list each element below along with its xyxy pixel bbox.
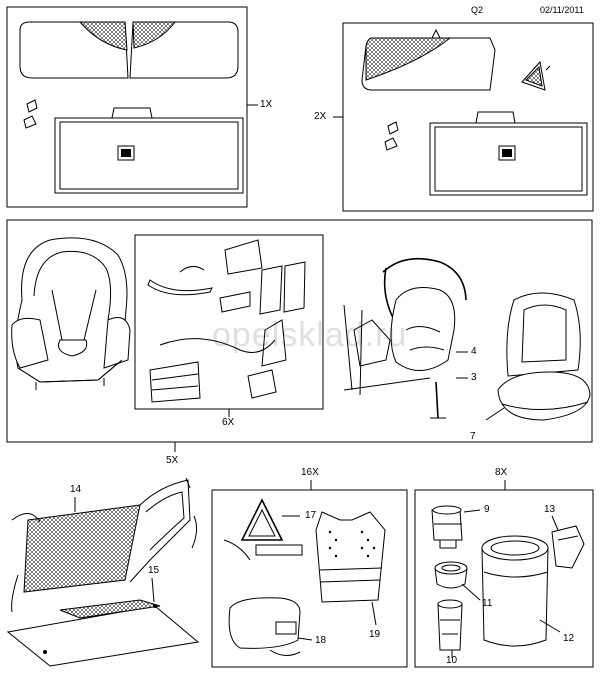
callout-11: 11: [482, 598, 493, 609]
ashtray-canister-icon: [481, 547, 549, 647]
first-aid-kit-icon: [228, 597, 301, 649]
diagram-code: Q2: [471, 5, 484, 15]
child-seat-icon: [11, 237, 131, 390]
callout-5x: 5X: [166, 455, 179, 466]
socket-ring-icon: [434, 561, 468, 575]
diagram-date: 02/11/2011: [540, 5, 584, 15]
baby-carrier-icon: [343, 257, 468, 419]
box-16x: [211, 480, 408, 668]
strap-icon: [147, 279, 213, 296]
callout-10: 10: [446, 655, 458, 666]
callout-9: 9: [484, 504, 490, 515]
box-8x: [414, 480, 594, 668]
callout-19: 19: [369, 629, 381, 640]
warning-triangle-icon: [240, 498, 284, 541]
safety-vest-icon: [315, 511, 386, 603]
callout-17: 17: [305, 510, 317, 521]
box-2x: [333, 22, 594, 212]
cargo-net-area: [6, 477, 200, 667]
callout-4: 4: [471, 346, 477, 357]
triangle-case-icon: [255, 544, 303, 556]
callout-16x: 16X: [301, 467, 319, 478]
callout-3: 3: [471, 372, 477, 383]
watermark: opelsklad.ru: [212, 316, 408, 354]
booster-seat-icon: [485, 292, 591, 421]
callout-14: 14: [70, 484, 82, 495]
callout-13: 13: [544, 504, 556, 515]
ashtray-insert-icon: [551, 525, 585, 569]
callout-12: 12: [563, 633, 575, 644]
callout-6x: 6X: [222, 417, 235, 428]
callout-2x: 2X: [314, 111, 327, 122]
callout-15: 15: [148, 565, 160, 576]
box-5x: [6, 219, 593, 452]
cigarette-lighter-icon: [437, 603, 463, 651]
floor-net-frame-icon: [6, 605, 200, 667]
cushion-icon: [149, 361, 201, 403]
cargo-net-icon: [23, 504, 141, 593]
storage-bag-icon: [54, 117, 244, 194]
callout-18: 18: [315, 635, 327, 646]
callout-8x: 8X: [495, 467, 508, 478]
clip-icon: [23, 99, 38, 129]
callout-7: 7: [470, 431, 476, 442]
box-1x: [6, 6, 258, 208]
callout-1x: 1X: [260, 99, 273, 110]
